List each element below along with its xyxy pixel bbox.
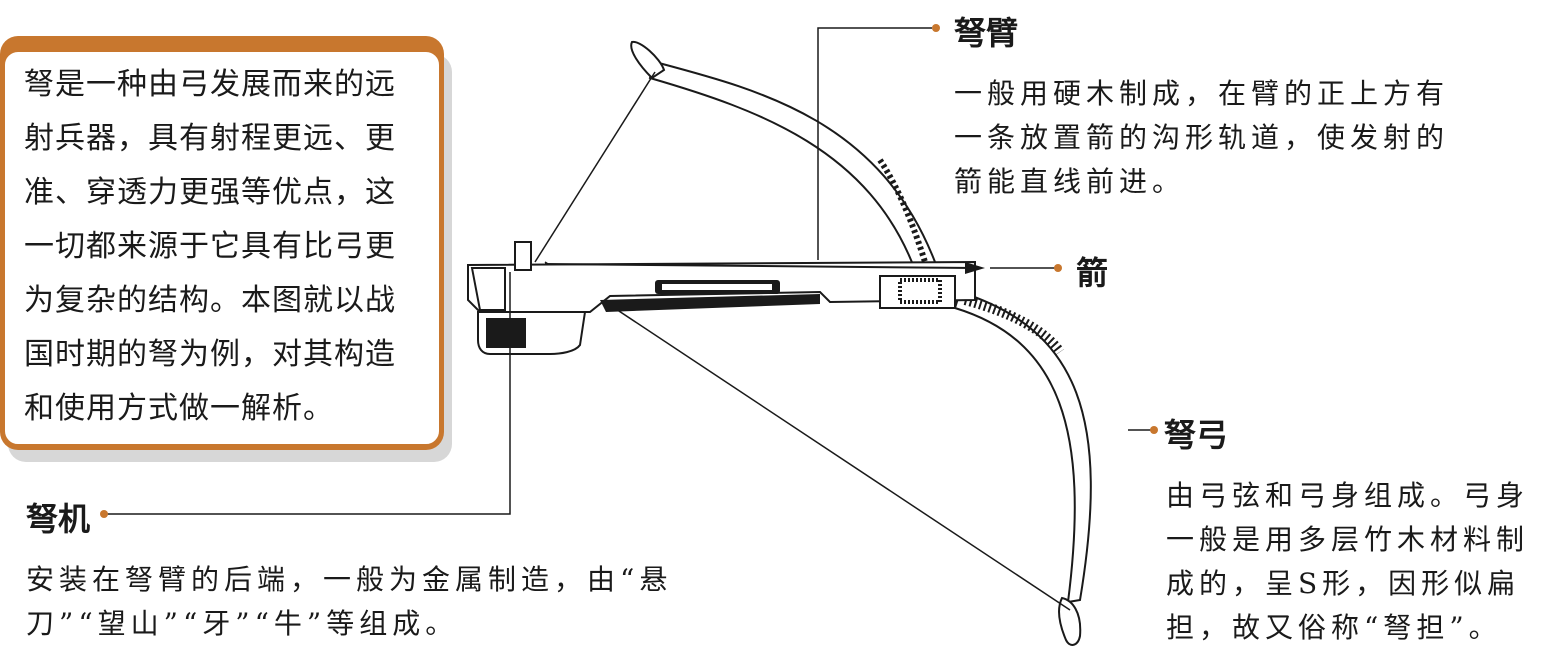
trigger-desc: 安装在弩臂的后端，一般为金属制造，由“悬刀”“望山”“牙”“牛”等组成。 (26, 563, 673, 640)
arrow-dot (1054, 264, 1062, 272)
arrow-title: 箭 (1076, 254, 1109, 292)
lower-bow-string (544, 261, 1071, 611)
intro-box-inner (4, 51, 440, 445)
intro-text: 弩是一种由弓发展而来的远射兵器，具有射程更远、更准、穿透力更强等优点，这一切都来… (24, 67, 396, 426)
trigger-leader-line (105, 272, 511, 515)
arrow-head (965, 262, 985, 274)
trigger-dot (100, 510, 108, 518)
upper-bow-string (534, 71, 656, 263)
bow-dot (1150, 426, 1158, 434)
trigger-title: 弩机 (26, 500, 91, 538)
lower-bow-tip (1058, 596, 1082, 646)
arm-dot (932, 24, 940, 32)
arm-leader-line (817, 27, 932, 260)
upper-bow-tip (630, 40, 666, 80)
bow-desc: 由弓弦和弓身组成。弓身一般是用多层竹木材料制成的，呈S形，因形似扁担，故又俗称“… (1166, 479, 1530, 644)
stock-black-strip (600, 294, 820, 312)
trigger-top (514, 241, 532, 271)
bow-title: 弩弓 (1164, 416, 1229, 454)
arrow-shaft (544, 263, 976, 269)
arm-title: 弩臂 (954, 14, 1019, 52)
lower-bow-limb (953, 290, 1092, 604)
intro-box: 弩是一种由弓发展而来的远射兵器，具有射程更远、更准、穿透力更强等优点，这一切都来… (0, 36, 444, 450)
arm-desc: 一般用硬木制成，在臂的正上方有一条放置箭的沟形轨道，使发射的箭能直线前进。 (954, 77, 1450, 198)
